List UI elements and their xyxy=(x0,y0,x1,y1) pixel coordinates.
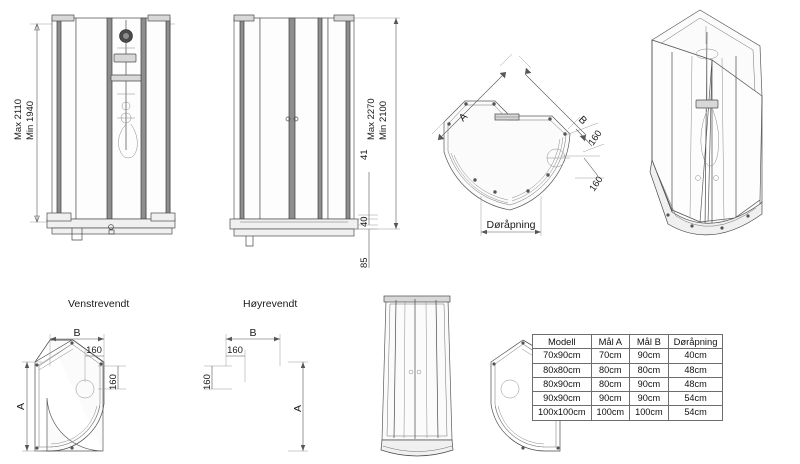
plan-offset-2: 160 xyxy=(587,174,605,193)
plan-right-offset-v: 160 xyxy=(202,374,213,390)
table-row: 100x100cm 100cm 100cm 54cm xyxy=(532,405,724,421)
table-row: 70x90cm 70cm 90cm 40cm xyxy=(532,348,724,364)
plan-left-label-a: A xyxy=(15,403,27,410)
cell-model: 80x80cm xyxy=(532,362,592,378)
plan-label-b: B xyxy=(576,114,589,127)
front-elevation-view: Max 2110 Min 1940 xyxy=(13,14,176,241)
cell-a: 90cm xyxy=(590,391,631,407)
col-mal-a: Mål A xyxy=(590,333,631,350)
plan-left-title: Venstrevendt xyxy=(68,298,130,310)
col-mal-b: Mål B xyxy=(629,333,669,350)
table-header-row: Modell Mål A Mål B Døråpning xyxy=(532,333,724,350)
plan-door-opening-label: Døråpning xyxy=(486,219,535,231)
cell-a: 80cm xyxy=(590,376,631,393)
plan-right-view: B A 160 160 xyxy=(202,327,561,452)
cell-door: 48cm xyxy=(667,376,724,393)
cell-door: 54cm xyxy=(667,405,724,421)
cell-model: 80x90cm xyxy=(532,376,592,393)
cell-a: 100cm xyxy=(590,405,631,421)
front-max-dim: Max 2110 xyxy=(13,99,24,140)
plan-right-label-b: B xyxy=(249,327,256,339)
side-d40: 40 xyxy=(359,216,370,227)
cell-b: 100cm xyxy=(629,405,669,421)
specification-table-wrapper: Modell Mål A Mål B Døråpning 70x90cm 70c… xyxy=(532,333,724,421)
cell-b: 90cm xyxy=(629,348,669,364)
cell-a: 80cm xyxy=(590,362,631,378)
plan-right-label-a: A xyxy=(292,405,304,412)
side-d41: 41 xyxy=(359,149,370,160)
table-row: 80x80cm 80cm 80cm 48cm xyxy=(532,362,724,378)
cell-door: 40cm xyxy=(667,348,724,364)
plan-right-offset-h: 160 xyxy=(227,345,243,356)
plan-left-view: B A 160 160 xyxy=(15,327,126,452)
cell-a: 70cm xyxy=(590,348,631,364)
cell-b: 90cm xyxy=(629,391,669,407)
table-row: 90x90cm 90cm 90cm 54cm xyxy=(532,391,724,407)
cell-model: 90x90cm xyxy=(532,391,592,407)
small-elevation-view xyxy=(380,295,454,457)
shower-fixture-icon xyxy=(110,20,142,159)
plan-right-title: Høyrevendt xyxy=(243,298,298,310)
isometric-view xyxy=(649,9,763,236)
col-modell: Modell xyxy=(532,333,592,350)
cell-door: 54cm xyxy=(667,391,724,407)
table-row: 80x90cm 80cm 90cm 48cm xyxy=(532,376,724,393)
specification-table: Modell Mål A Mål B Døråpning 70x90cm 70c… xyxy=(532,333,724,421)
cell-door: 48cm xyxy=(667,362,724,378)
plan-corner-view: A B 160 160 Døråpning xyxy=(431,53,606,236)
cell-model: 100x100cm xyxy=(532,405,592,421)
side-min-dim: Min 2100 xyxy=(378,101,389,140)
front-min-dim: Min 1940 xyxy=(25,101,36,140)
plan-left-offset-v: 160 xyxy=(108,374,119,390)
col-doraapning: Døråpning xyxy=(667,333,724,350)
cell-b: 80cm xyxy=(629,362,669,378)
plan-left-label-b: B xyxy=(73,327,80,339)
plan-left-offset-h: 160 xyxy=(86,345,102,356)
isometric-shower-fixture-icon xyxy=(695,26,720,181)
side-max-dim: Max 2270 xyxy=(366,98,377,140)
side-d85: 85 xyxy=(359,257,370,268)
side-elevation-view: 41 40 85 Max 2270 Min 2100 xyxy=(229,14,400,268)
cell-model: 70x90cm xyxy=(532,348,592,364)
cell-b: 90cm xyxy=(629,376,669,393)
